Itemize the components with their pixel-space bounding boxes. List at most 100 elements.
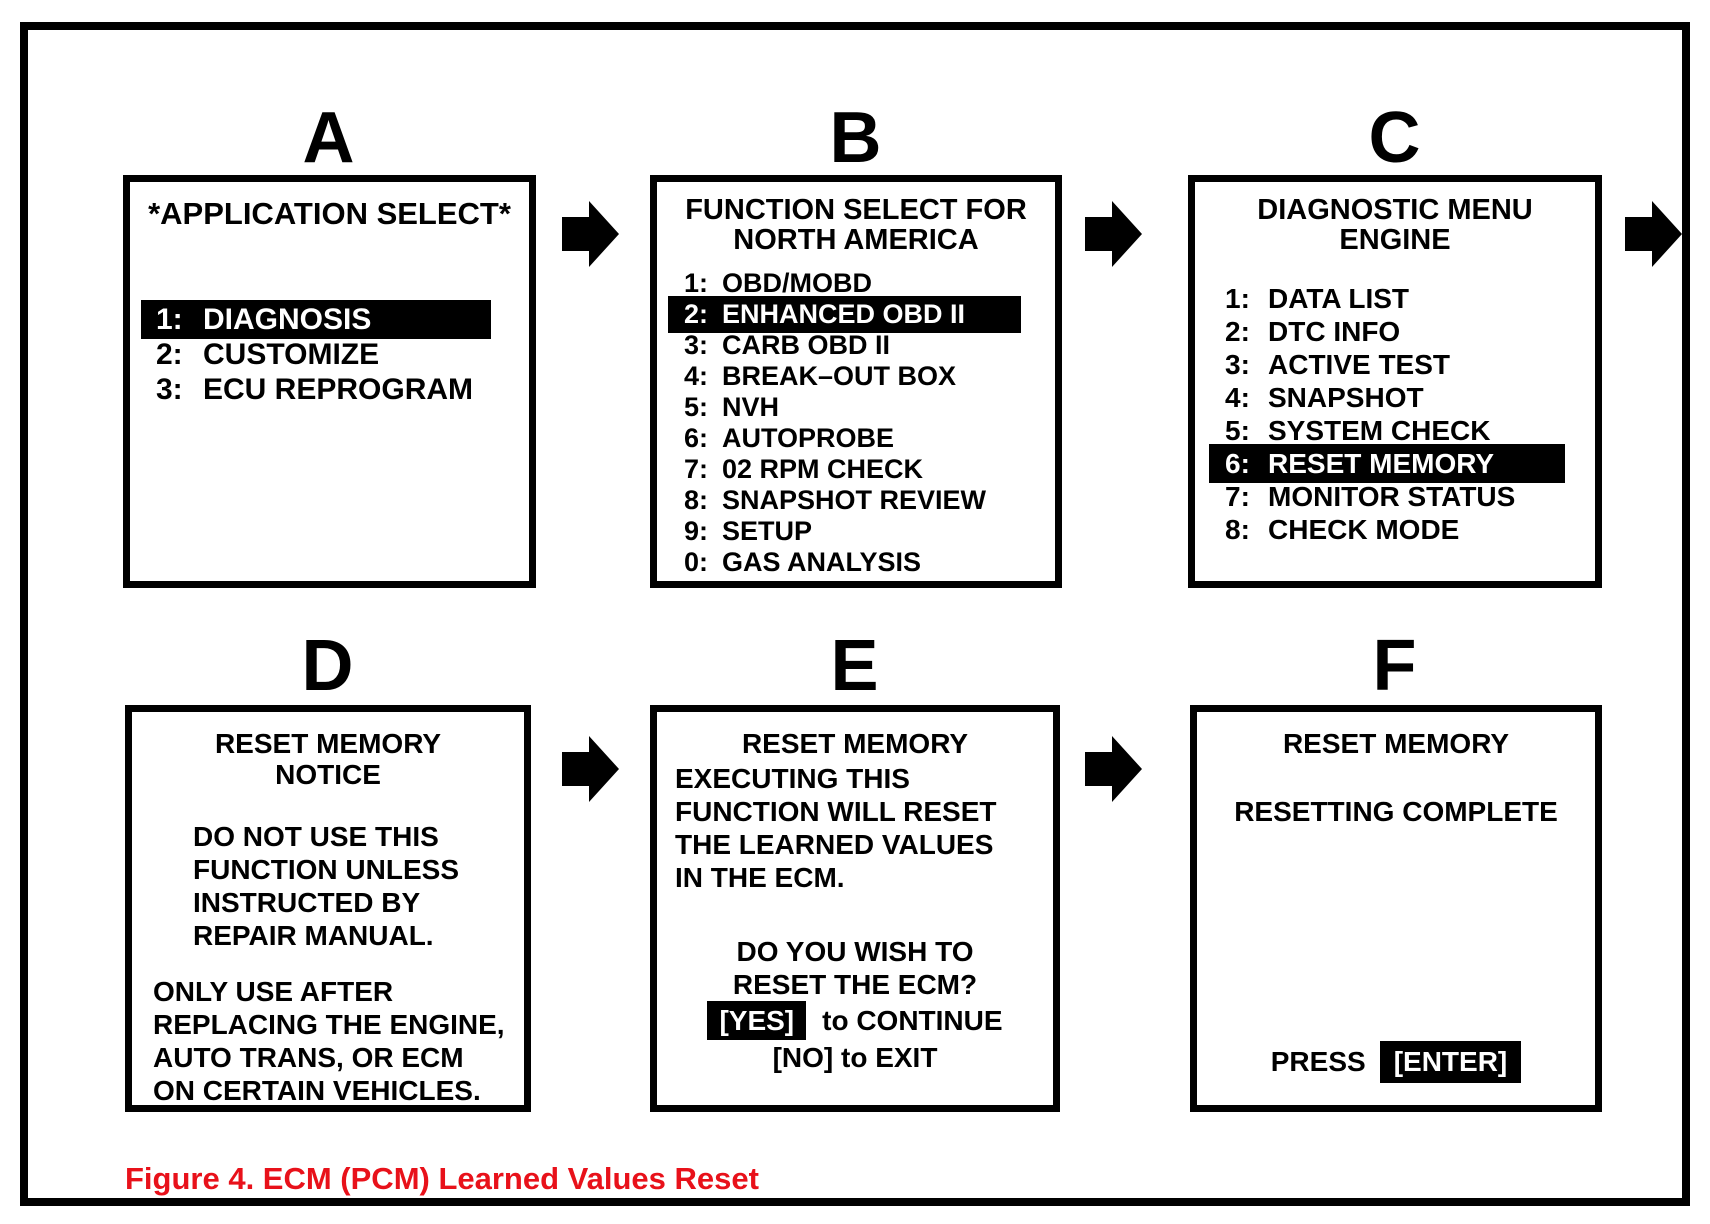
menu-item-label: OBD/MOBD: [722, 268, 872, 298]
screen-title-line2: NORTH AMERICA: [733, 224, 979, 256]
menu-item-number: 7:: [1225, 481, 1250, 512]
menu-item-selected: 2: ENHANCED OBD II: [668, 296, 1021, 333]
menu-item-label: DTC INFO: [1268, 316, 1401, 347]
body-line: FUNCTION WILL RESET: [675, 796, 997, 827]
menu-item-number: 1:: [684, 268, 709, 298]
figure-caption: Figure 4. ECM (PCM) Learned Values Reset: [125, 1161, 759, 1196]
menu-item-number: 1:: [156, 303, 183, 336]
menu-item-label: GAS ANALYSIS: [722, 547, 922, 577]
screen-title-line2: NOTICE: [275, 759, 381, 790]
menu-item-label: CUSTOMIZE: [203, 338, 380, 371]
screen-title: RESET MEMORY NOTICE: [132, 728, 524, 790]
screen-title-line2: ENGINE: [1339, 224, 1451, 256]
menu-item-number: 1:: [1225, 283, 1250, 314]
menu-item-label: 02 RPM CHECK: [722, 454, 924, 484]
menu-item: 7: 02 RPM CHECK: [668, 454, 1021, 485]
menu-item-number: 4:: [684, 361, 709, 391]
panel-letter-c: C: [1368, 98, 1422, 178]
menu-item-label: NVH: [722, 392, 780, 422]
menu-item-number: 6:: [684, 423, 709, 453]
flow-arrow-a-to-b-icon: [562, 200, 620, 268]
usage-line: ON CERTAIN VEHICLES.: [153, 1075, 481, 1106]
figure-border: A B C D E F *APPLICATION SELECT* 1: DIAG…: [20, 22, 1690, 1206]
screen-title: FUNCTION SELECT FOR NORTH AMERICA: [657, 195, 1055, 255]
menu-item-label: CHECK MODE: [1268, 514, 1460, 545]
menu-item-number: 2:: [1225, 316, 1250, 347]
enter-key: [ENTER]: [1379, 1041, 1522, 1083]
screen-title: RESET MEMORY: [741, 728, 969, 759]
menu-item: 5: SYSTEM CHECK: [1209, 414, 1565, 447]
panel-letter-a: A: [302, 98, 356, 178]
menu-item: 4: SNAPSHOT: [1209, 381, 1565, 414]
menu-item-number: 8:: [684, 485, 709, 515]
screen-title: DIAGNOSTIC MENU ENGINE: [1195, 195, 1595, 255]
menu-item-label: BREAK–OUT BOX: [722, 361, 957, 391]
screen-function-select: FUNCTION SELECT FOR NORTH AMERICA 1: OBD…: [650, 175, 1062, 588]
panel-letter-b: B: [829, 98, 883, 178]
body-line: THE LEARNED VALUES: [675, 829, 994, 860]
flow-arrow-b-to-c-icon: [1085, 200, 1143, 268]
menu-item-label: CARB OBD II: [722, 330, 890, 360]
menu-item-number: 5:: [1225, 415, 1250, 446]
menu-item-label: ENHANCED OBD II: [722, 299, 966, 329]
screen-reset-memory-notice: RESET MEMORY NOTICE DO NOT USE THIS FUNC…: [125, 705, 531, 1112]
yes-action-label: to CONTINUE: [822, 1005, 1003, 1036]
menu-item-label: MONITOR STATUS: [1268, 481, 1516, 512]
menu-item-number: 4:: [1225, 382, 1250, 413]
menu-item-label: SETUP: [722, 516, 813, 546]
menu-item-number: 2:: [156, 338, 183, 371]
question-line: RESET THE ECM?: [732, 969, 978, 1000]
menu-item-number: 8:: [1225, 514, 1250, 545]
menu-item-selected: 6: RESET MEMORY: [1209, 444, 1565, 483]
menu-item-label: ECU REPROGRAM: [203, 373, 474, 406]
menu-item-label: SNAPSHOT REVIEW: [722, 485, 987, 515]
body-line: IN THE ECM.: [675, 862, 845, 893]
panel-letter-e: E: [830, 626, 880, 706]
flow-arrow-d-to-e-icon: [562, 735, 620, 803]
menu-item: 2: DTC INFO: [1209, 315, 1565, 348]
menu-list: 1: OBD/MOBD 2: ENHANCED OBD II 3: CARB O…: [668, 268, 1021, 578]
warning-line: INSTRUCTED BY: [193, 887, 421, 918]
warning-line: DO NOT USE THIS: [193, 821, 439, 852]
menu-item-label: SNAPSHOT: [1268, 382, 1424, 413]
screen-diagnostic-menu: DIAGNOSTIC MENU ENGINE 1: DATA LIST 2: D…: [1188, 175, 1602, 588]
menu-item-label: RESET MEMORY: [1268, 448, 1495, 479]
menu-item-number: 7:: [684, 454, 709, 484]
screen-application-select: *APPLICATION SELECT* 1: DIAGNOSIS 2: CUS…: [123, 175, 536, 588]
screen-title-line1: DIAGNOSTIC MENU: [1257, 194, 1533, 226]
menu-item-number: 5:: [684, 392, 709, 422]
no-option-row: [NO] to EXIT: [772, 1042, 938, 1073]
menu-item-number: 6:: [1225, 448, 1250, 479]
menu-item: 8: SNAPSHOT REVIEW: [668, 485, 1021, 516]
menu-item: 3: ACTIVE TEST: [1209, 348, 1565, 381]
menu-item-selected: 1: DIAGNOSIS: [141, 300, 491, 339]
yes-option-row: [YES]to CONTINUE: [657, 1001, 1053, 1040]
menu-item: 6: AUTOPROBE: [668, 423, 1021, 454]
menu-list: 1: DATA LIST 2: DTC INFO 3: ACTIVE TEST …: [1209, 282, 1565, 546]
menu-item-number: 3:: [684, 330, 709, 360]
usage-text: ONLY USE AFTER REPLACING THE ENGINE, AUT…: [153, 975, 520, 1107]
menu-item-label: SYSTEM CHECK: [1268, 415, 1491, 446]
body-line: EXECUTING THIS: [675, 763, 910, 794]
screen-title: *APPLICATION SELECT*: [148, 196, 511, 231]
menu-item-number: 3:: [1225, 349, 1250, 380]
press-label: PRESS: [1270, 1046, 1366, 1077]
panel-letter-f: F: [1372, 626, 1418, 706]
menu-item: 3: ECU REPROGRAM: [141, 372, 491, 407]
panel-letter-d: D: [301, 626, 355, 706]
confirm-body-text: EXECUTING THIS FUNCTION WILL RESET THE L…: [675, 762, 1045, 894]
question-line: DO YOU WISH TO: [736, 936, 974, 967]
screen-reset-memory-confirm: RESET MEMORY EXECUTING THIS FUNCTION WIL…: [650, 705, 1060, 1112]
screen-reset-memory-complete: RESET MEMORY RESETTING COMPLETE PRESS[EN…: [1190, 705, 1602, 1112]
menu-item: 1: DATA LIST: [1209, 282, 1565, 315]
confirm-question: DO YOU WISH TO RESET THE ECM?: [657, 935, 1053, 1001]
status-text: RESETTING COMPLETE: [1234, 796, 1558, 827]
menu-item: 3: CARB OBD II: [668, 330, 1021, 361]
warning-line: REPAIR MANUAL.: [193, 920, 434, 951]
menu-item: 4: BREAK–OUT BOX: [668, 361, 1021, 392]
menu-item-label: DIAGNOSIS: [203, 303, 372, 336]
menu-item-label: DATA LIST: [1268, 283, 1410, 314]
menu-item: 2: CUSTOMIZE: [141, 337, 491, 372]
warning-line: FUNCTION UNLESS: [193, 854, 459, 885]
usage-line: ONLY USE AFTER: [153, 976, 394, 1007]
